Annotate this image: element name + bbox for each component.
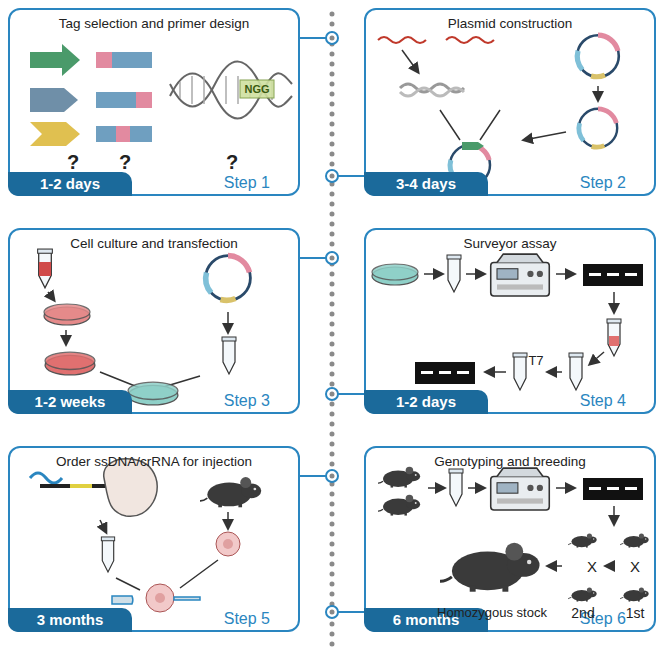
annotation: 2nd <box>571 605 594 621</box>
step-panel: Tag selection and primer designStep 1 1-2… <box>8 8 300 196</box>
step-panel: Surveyor assayStep 4 1-2 days <box>364 228 656 414</box>
step-label: Step 2 <box>580 174 626 192</box>
step-label: Step 5 <box>224 610 270 628</box>
panel-title: Genotyping and breeding <box>366 454 654 469</box>
panel-title: Cell culture and transfection <box>10 236 298 251</box>
annotation: 1st <box>626 605 645 621</box>
step-label: Step 3 <box>224 392 270 410</box>
annotation: ? <box>67 151 79 174</box>
duration-text: 3-4 days <box>364 175 488 192</box>
duration-tab: 3 months <box>8 608 132 632</box>
duration-text: 3 months <box>8 611 132 628</box>
duration-text: 1-2 days <box>364 393 488 410</box>
duration-tab: 3-4 days <box>364 172 488 196</box>
annotation: X <box>630 558 640 575</box>
duration-text: 1-2 weeks <box>8 393 132 410</box>
step-panel: Genotyping and breedingStep 66 months <box>364 446 656 632</box>
sequence-label: NGG <box>244 83 269 95</box>
step-panel: Plasmid constructionStep 2 3-4 days <box>364 8 656 196</box>
duration-text: 1-2 days <box>8 175 132 192</box>
sequence-label: T7 <box>528 353 543 368</box>
duration-tab: 1-2 weeks <box>8 390 132 414</box>
panel-title: Plasmid construction <box>366 16 654 31</box>
duration-tab: 1-2 days <box>364 390 488 414</box>
annotation: X <box>587 558 597 575</box>
step-panel: Order ssDNA/crRNA for injectionStep 5 3 m… <box>8 446 300 632</box>
step-label: Step 1 <box>224 174 270 192</box>
panel-title: Surveyor assay <box>366 236 654 251</box>
step-label: Step 4 <box>580 392 626 410</box>
annotation: ? <box>226 151 238 174</box>
panel-title: Tag selection and primer design <box>10 16 298 31</box>
annotation: ? <box>119 151 131 174</box>
annotation: Homozygous stock <box>437 605 547 620</box>
step-panel: Cell culture and transfectionStep 3 1-2 w… <box>8 228 300 414</box>
duration-tab: 1-2 days <box>8 172 132 196</box>
panel-title: Order ssDNA/crRNA for injection <box>10 454 298 469</box>
